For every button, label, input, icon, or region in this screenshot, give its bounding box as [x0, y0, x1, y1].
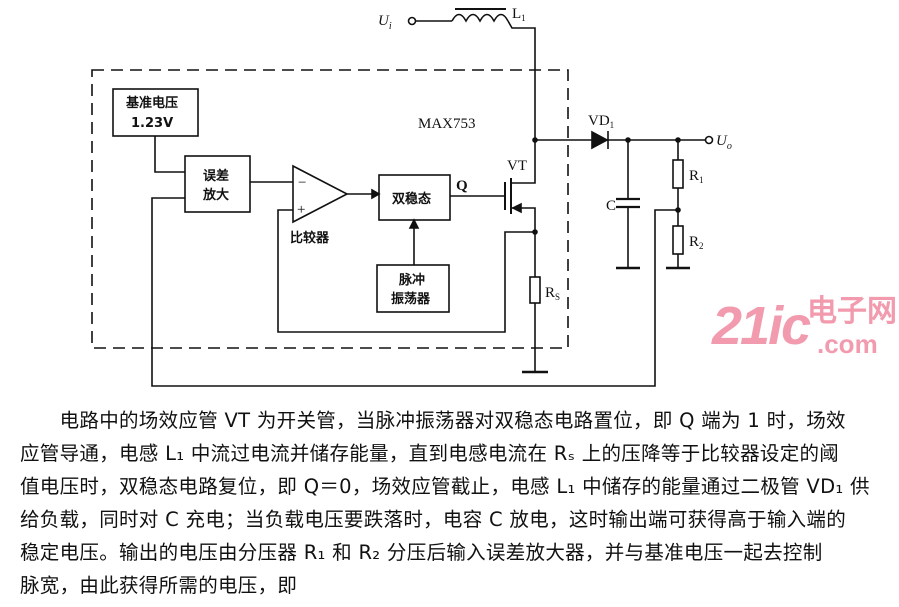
resistor-r2 [672, 225, 684, 255]
q-label: Q [456, 178, 468, 194]
input-label: Ui [378, 13, 392, 32]
paragraph-line: 给负载，同时对 C 充电；当负载电压要跌落时，电容 C 放电，这时输出端可获得高… [20, 508, 847, 531]
comparator-label: 比较器 [290, 230, 330, 246]
description-paragraph: 电路中的场效应管 VT 为开关管，当脉冲振荡器对双稳态电路置位，即 Q 端为 1… [20, 404, 899, 602]
flipflop-label: 双稳态 [392, 191, 431, 207]
pulse-oscillator-block [376, 264, 450, 313]
r2-label: R2 [689, 234, 704, 251]
output-terminal [704, 135, 714, 145]
resistor-rs [529, 276, 541, 304]
watermark-logo: 21ic 电子网 .com [712, 296, 897, 362]
diode-vd1 [591, 130, 609, 150]
watermark-domain: .com [817, 329, 878, 359]
reference-label: 基准电压 [125, 95, 178, 111]
capacitor-label: C [606, 198, 616, 214]
error-amp-label-2: 放大 [202, 187, 229, 203]
paragraph-line: 电路中的场效应管 VT 为开关管，当脉冲振荡器对双稳态电路置位，即 Q 端为 1… [20, 409, 846, 432]
reference-value: 1.23V [131, 116, 173, 131]
oscillator-label-1: 脉冲 [398, 272, 425, 288]
resistor-r1 [672, 159, 684, 189]
transistor-vt [504, 140, 536, 232]
comparator-minus: − [298, 175, 306, 191]
chip-label: MAX753 [418, 116, 476, 132]
watermark-number: 21ic [712, 296, 811, 356]
paragraph-line: 脉宽，由此获得所需的电压，即 [20, 574, 298, 597]
diode-label: VD1 [588, 113, 614, 130]
paragraph-line: 值电压时，双稳态电路复位，即 Q＝0，场效应管截止，电感 L₁ 中储存的能量通过… [20, 475, 870, 498]
r1-label: R1 [689, 168, 704, 185]
circuit-diagram: MAX753 Ui L1 VD1 Uo C R1 R2 基准电压 1.23V 误… [91, 6, 732, 387]
transistor-label: VT [507, 158, 527, 174]
output-label: Uo [716, 133, 732, 152]
error-amplifier-block [184, 155, 251, 213]
rs-label: RS [545, 285, 560, 302]
input-terminal [407, 16, 417, 26]
comparator-symbol [292, 164, 349, 224]
inductor-l1 [451, 13, 509, 23]
oscillator-label-2: 振荡器 [391, 291, 431, 307]
chip-boundary [91, 69, 569, 349]
error-amp-label-1: 误差 [203, 168, 229, 184]
inductor-label: L1 [512, 6, 526, 23]
paragraph-line: 应管导通，电感 L₁ 中流过电流并储存能量，直到电感电流在 Rₛ 上的压降等于比… [20, 442, 840, 465]
comparator-plus: + [297, 202, 305, 218]
watermark-chinese: 电子网 [807, 295, 897, 328]
paragraph-line: 稳定电压。输出的电压由分压器 R₁ 和 R₂ 分压后输入误差放大器，并与基准电压… [20, 541, 823, 564]
